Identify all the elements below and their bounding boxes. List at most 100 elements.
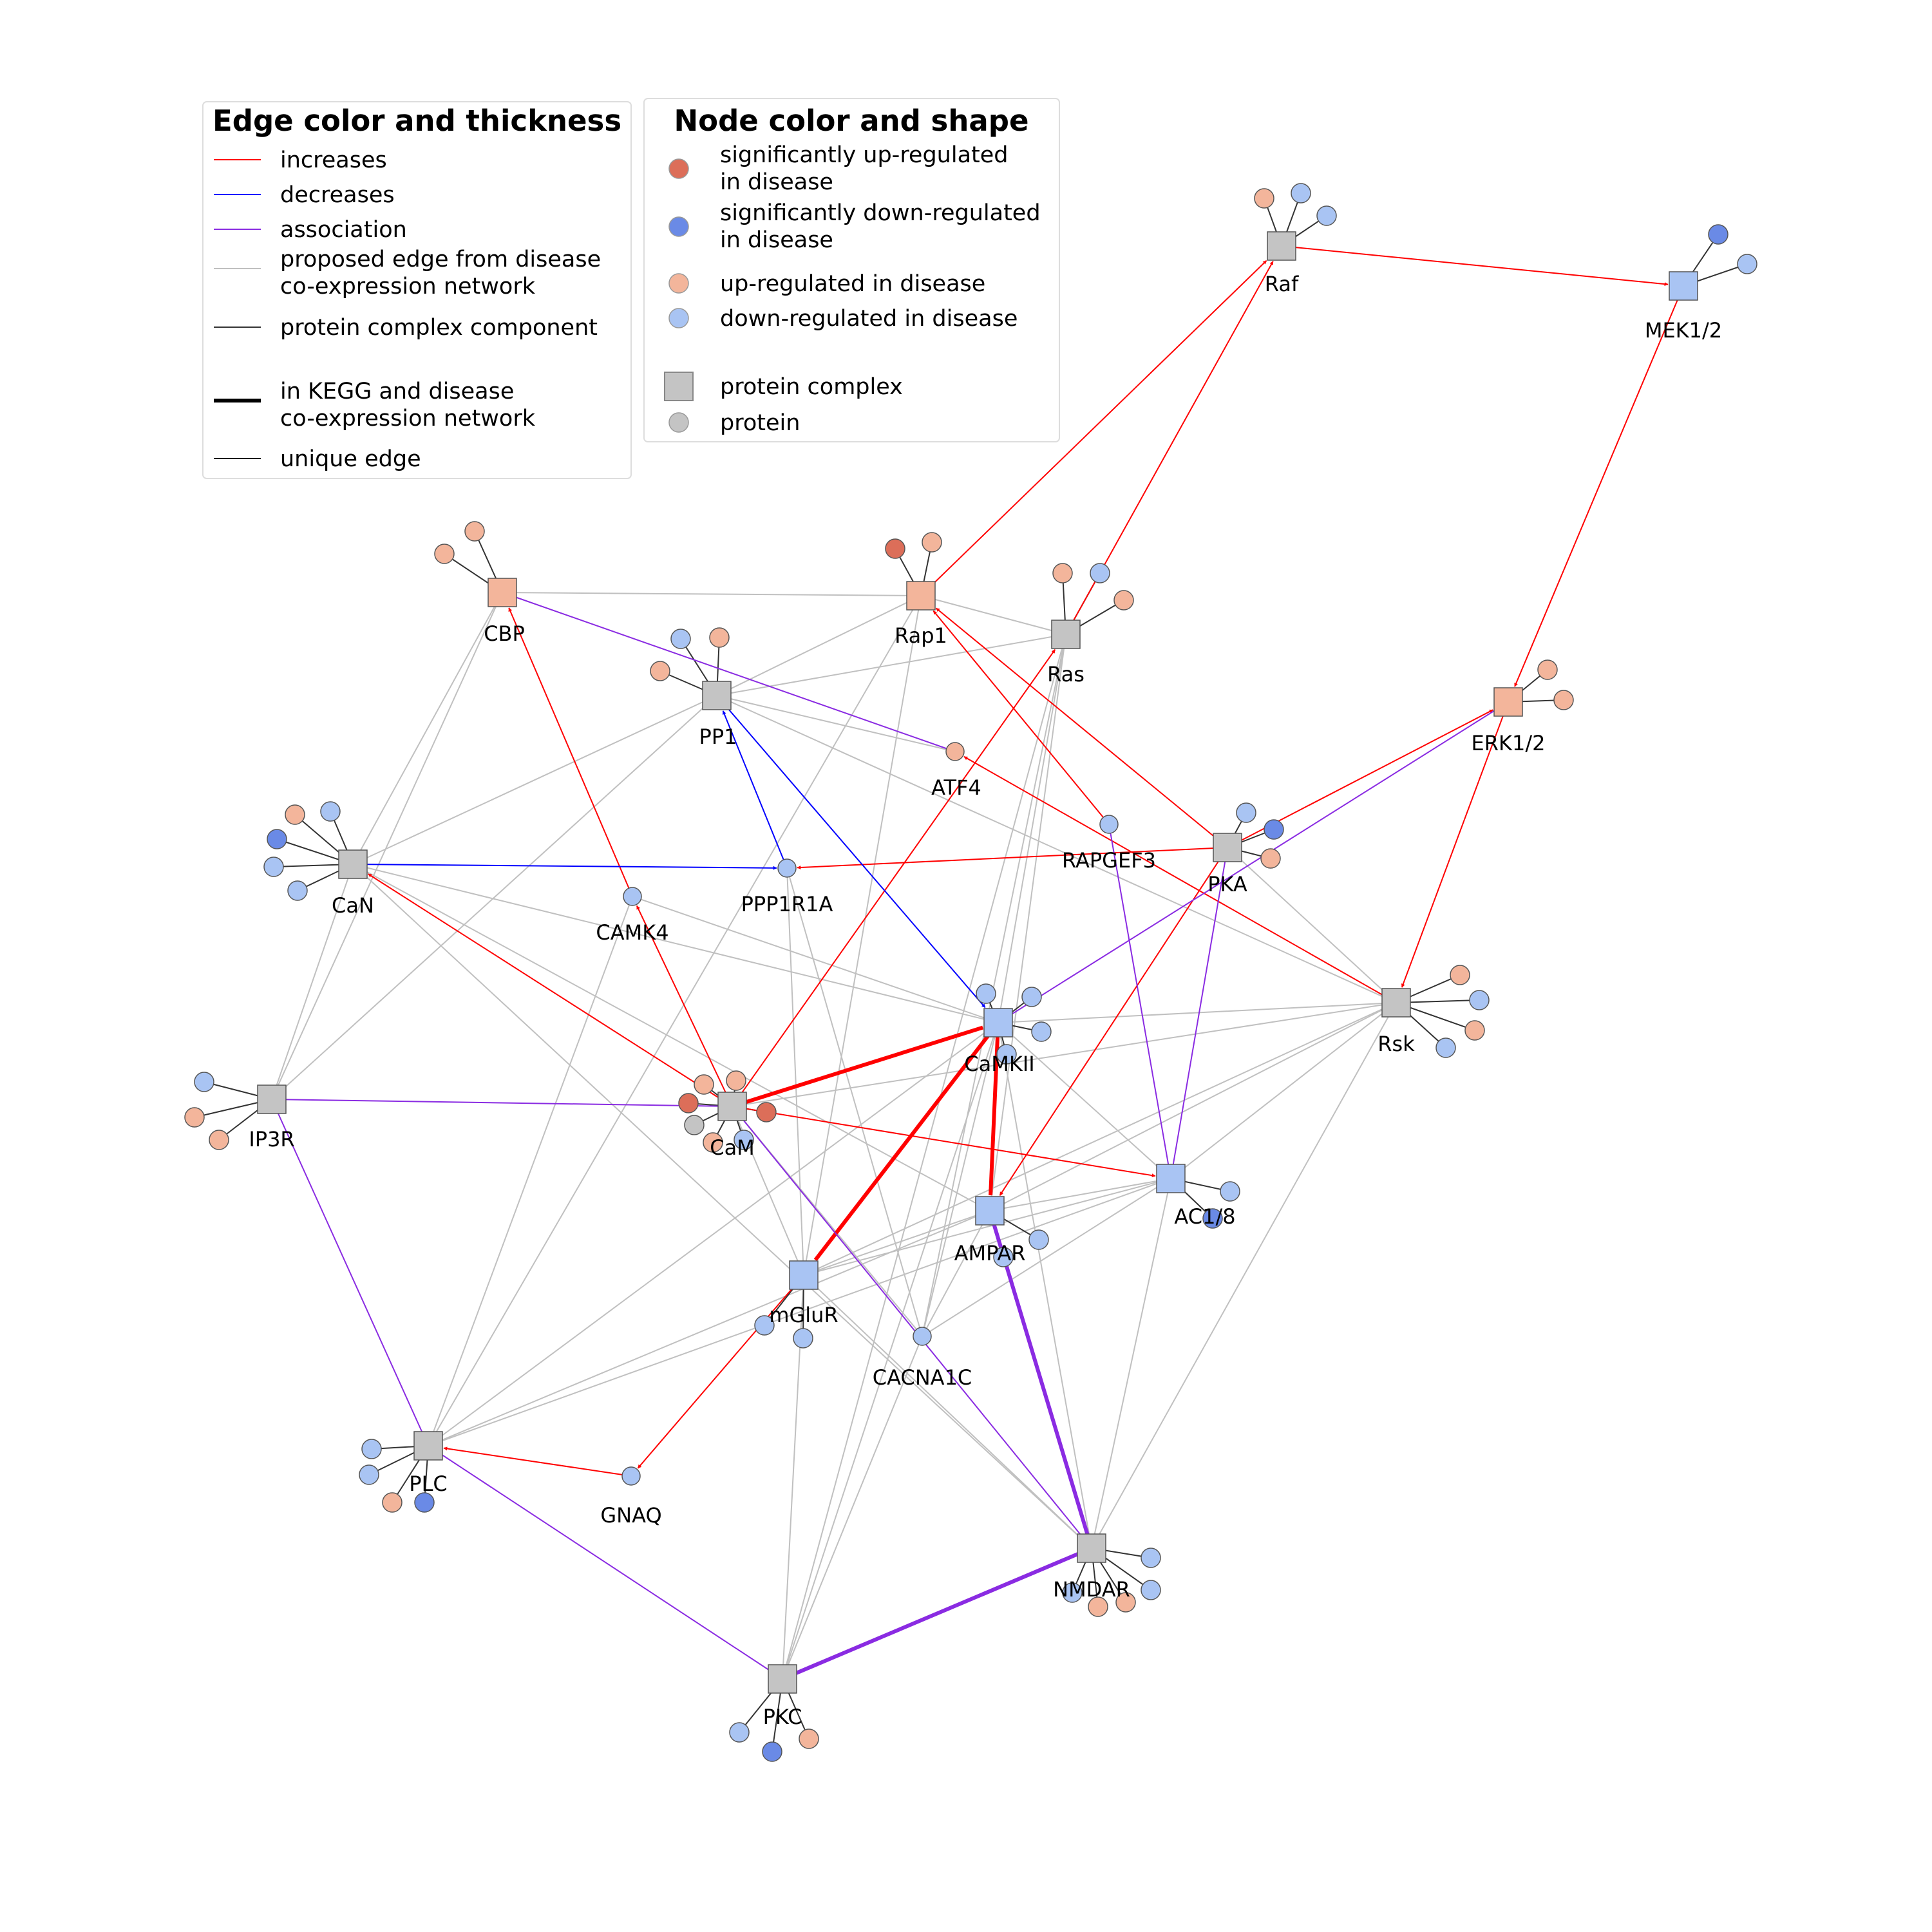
- node-legend-label: in disease: [720, 169, 833, 195]
- complex-node-AC18: [1156, 1164, 1186, 1193]
- component-node-Ras-down: [1090, 563, 1110, 583]
- component-node-Rsk-up: [1464, 1020, 1485, 1041]
- node-legend-swatch-square: [664, 372, 694, 401]
- protein-node-CACNA1C: [913, 1327, 932, 1346]
- edge-legend-item-association: association: [214, 217, 407, 243]
- component-node-Rap1-up: [922, 532, 942, 553]
- node-legend-label: in disease: [720, 227, 833, 253]
- component-node-CaM-sig_up: [756, 1102, 777, 1122]
- node-label-IP3R: IP3R: [249, 1127, 294, 1151]
- increases-edge-CaM-AC18: [732, 1106, 1156, 1178]
- node-label-CACNA1C: CACNA1C: [873, 1365, 972, 1390]
- node-label-CaMKII: CaMKII: [964, 1052, 1034, 1076]
- node-legend-swatch-neutral: [668, 412, 689, 433]
- component-node-CaN-down: [320, 801, 341, 822]
- edge-legend-label: proposed edge from disease: [280, 247, 601, 272]
- component-node-AMPAR-down: [1028, 1229, 1049, 1250]
- association-edge-ERK-CaMKII: [998, 701, 1509, 1023]
- node-label-PKA: PKA: [1208, 872, 1247, 896]
- node-legend-title: Node color and shape: [674, 104, 1029, 138]
- component-node-mGluR-down: [793, 1328, 813, 1349]
- component-node-IP3R-up: [209, 1130, 229, 1150]
- node-legend-swatch-sig_down: [668, 216, 689, 237]
- component-node-MEK-sig_down: [1708, 224, 1728, 245]
- association-edge-RAPGEF3-AC18: [1108, 824, 1171, 1179]
- component-node-Raf-down: [1316, 205, 1337, 226]
- proposed-edge-Rsk-NMDAR: [1091, 1002, 1397, 1549]
- component-node-PKA-up: [1260, 848, 1281, 869]
- component-node-ERK-up: [1537, 659, 1558, 680]
- proposed-edge-CaMKII-CACNA1C: [922, 1022, 999, 1337]
- component-node-PP1-up: [650, 661, 670, 681]
- node-legend-swatch-down: [668, 308, 689, 328]
- node-legend-item-complex: protein complex: [664, 372, 903, 401]
- proposed-edge-CaMKII-PLC: [428, 1022, 999, 1446]
- component-node-NMDAR-up: [1115, 1592, 1136, 1613]
- complex-node-PP1: [702, 681, 732, 710]
- component-node-IP3R-up: [184, 1107, 205, 1128]
- increases-edge-CaM-CAMK4: [636, 905, 733, 1107]
- increases-edge-MEK-ERK: [1514, 285, 1684, 687]
- proposed-edge-PLC-Rap1: [428, 595, 922, 1446]
- node-legend-swatch-up: [668, 273, 689, 294]
- increases-edge-RAPGEF3-Rap1: [933, 610, 1110, 825]
- component-node-CaN-down: [287, 880, 308, 901]
- increases-edge-Raf-MEK: [1281, 245, 1669, 287]
- node-label-Rsk: Rsk: [1378, 1032, 1415, 1056]
- component-node-PP1-up: [709, 627, 730, 648]
- proposed-edge-Rsk-AC18: [1170, 1002, 1397, 1179]
- proposed-edge-CaN-CaMKII: [352, 864, 999, 1023]
- component-node-PLC-down: [359, 1464, 379, 1485]
- component-node-Rsk-down: [1435, 1037, 1456, 1058]
- increases-edge-PKA-Rap1: [935, 607, 1228, 848]
- node-legend-item-down: down-regulated in disease: [668, 306, 1018, 332]
- complex-node-Raf: [1267, 231, 1296, 261]
- proposed-edge-Ras-AMPAR: [989, 634, 1066, 1211]
- proposed-edge-Rap1-mGluR: [803, 595, 922, 1276]
- complex-node-NMDAR: [1077, 1533, 1106, 1563]
- complex-node-Ras: [1051, 620, 1081, 649]
- edge-legend-label: unique edge: [280, 446, 421, 472]
- node-label-ERK: ERK1/2: [1472, 731, 1546, 755]
- component-node-CaMKII-down: [996, 1044, 1017, 1065]
- component-node-PKC-up: [799, 1728, 819, 1749]
- proposed-edge-AC18-AMPAR: [989, 1178, 1171, 1211]
- association-edge-AMPAR-NMDAR: [988, 1210, 1094, 1549]
- component-node-AMPAR-down: [993, 1247, 1014, 1267]
- proposed-edge-Ras-CACNA1C: [922, 634, 1066, 1337]
- component-node-CaN-up: [285, 804, 305, 825]
- component-node-CBP-up: [434, 544, 455, 564]
- edge-legend-label: increases: [280, 147, 387, 173]
- component-node-Raf-up: [1254, 188, 1274, 209]
- edge-legend-frame: [202, 101, 632, 479]
- node-label-Raf: Raf: [1265, 272, 1299, 296]
- increases-edge-CaM-Ras: [732, 649, 1056, 1107]
- proposed-edge-PP1-ATF4: [716, 695, 956, 752]
- component-node-PKA-down: [1236, 802, 1256, 823]
- edge-legend-label: protein complex component: [280, 315, 598, 341]
- proposed-edge-Rap1-PP1: [716, 595, 922, 696]
- node-label-mGluR: mGluR: [769, 1303, 838, 1327]
- proposed-edge-CACNA1C-PKC: [782, 1336, 923, 1680]
- protein-node-ATF4: [945, 742, 965, 761]
- protein-node-RAPGEF3: [1099, 815, 1119, 834]
- association-edge-CaM-NMDAR: [732, 1106, 1092, 1549]
- edge-legend-label: co-expression network: [280, 406, 536, 431]
- component-node-IP3R-down: [194, 1072, 214, 1092]
- association-edge-NMDAR-PKC: [781, 1546, 1093, 1681]
- node-label-PP1: PP1: [699, 724, 737, 749]
- proposed-edge-PP1-Rsk: [716, 695, 1397, 1003]
- association-edge-PKA-AC18: [1170, 847, 1228, 1179]
- proposed-edge-CaMKII-AC18: [998, 1022, 1171, 1179]
- component-node-mGluR-down: [754, 1315, 775, 1336]
- node-label-PKC: PKC: [763, 1705, 802, 1729]
- increases-edge-CaM-CaMKII: [732, 1025, 983, 1108]
- node-legend-label: significantly down-regulated: [720, 200, 1041, 226]
- decreases-edge-PP1-CaMKII: [716, 695, 986, 1009]
- proposed-edge-CAMK4-PLC: [428, 896, 633, 1446]
- edge-legend-label: co-expression network: [280, 274, 536, 299]
- complex-node-ERK: [1493, 687, 1523, 717]
